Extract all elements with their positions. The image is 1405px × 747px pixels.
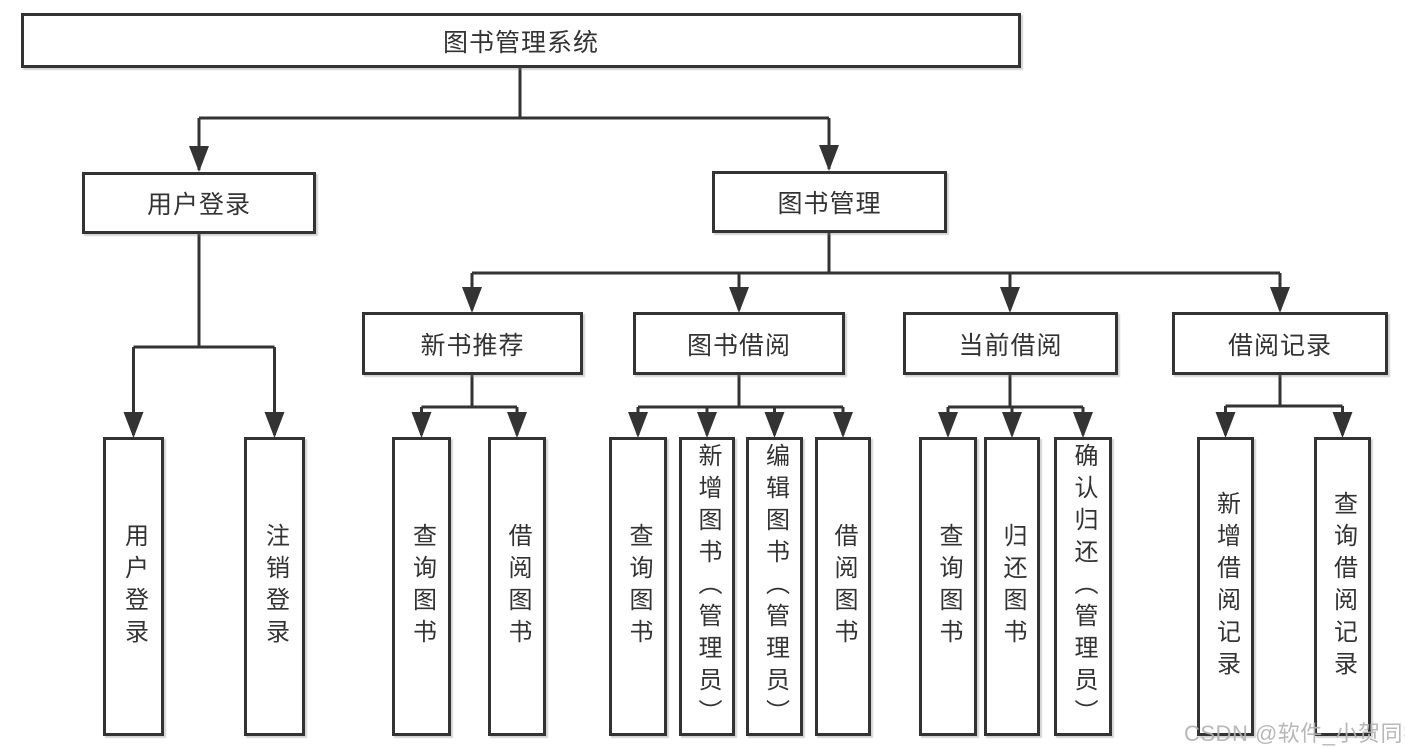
leaf-borrow-edit-books-admin: 编辑图书（管理员） [746, 437, 803, 736]
leaf-borrow-add-books-admin: 新增图书（管理员） [679, 437, 735, 736]
leaf-records-add-record: 新增借阅记录 [1197, 437, 1254, 736]
leaf-records-query-record: 查询借阅记录 [1314, 437, 1371, 736]
csdn-watermark: CSDN @软件_小贺同学 [1184, 721, 1405, 746]
node-new-book-recommend: 新书推荐 [362, 312, 583, 375]
leaf-current-return-books: 归还图书 [984, 437, 1040, 736]
leaf-logout: 注销登录 [244, 437, 305, 736]
node-book-management: 图书管理 [712, 171, 947, 233]
node-library-management-system: 图书管理系统 [21, 13, 1021, 68]
leaf-borrow-borrow-books: 借阅图书 [815, 437, 871, 736]
node-current-borrow: 当前借阅 [903, 312, 1118, 375]
node-user-login: 用户登录 [82, 172, 316, 234]
leaf-recommend-borrow-books: 借阅图书 [488, 437, 546, 736]
node-borrow-records: 借阅记录 [1172, 312, 1388, 375]
leaf-user-login: 用户登录 [103, 437, 164, 736]
leaf-recommend-query-books: 查询图书 [392, 437, 451, 736]
leaf-borrow-query-books: 查询图书 [609, 437, 667, 736]
node-book-borrow: 图书借阅 [633, 312, 845, 375]
leaf-current-confirm-return-admin: 确认归还（管理员） [1054, 437, 1112, 736]
leaf-current-query-books: 查询图书 [919, 437, 977, 736]
